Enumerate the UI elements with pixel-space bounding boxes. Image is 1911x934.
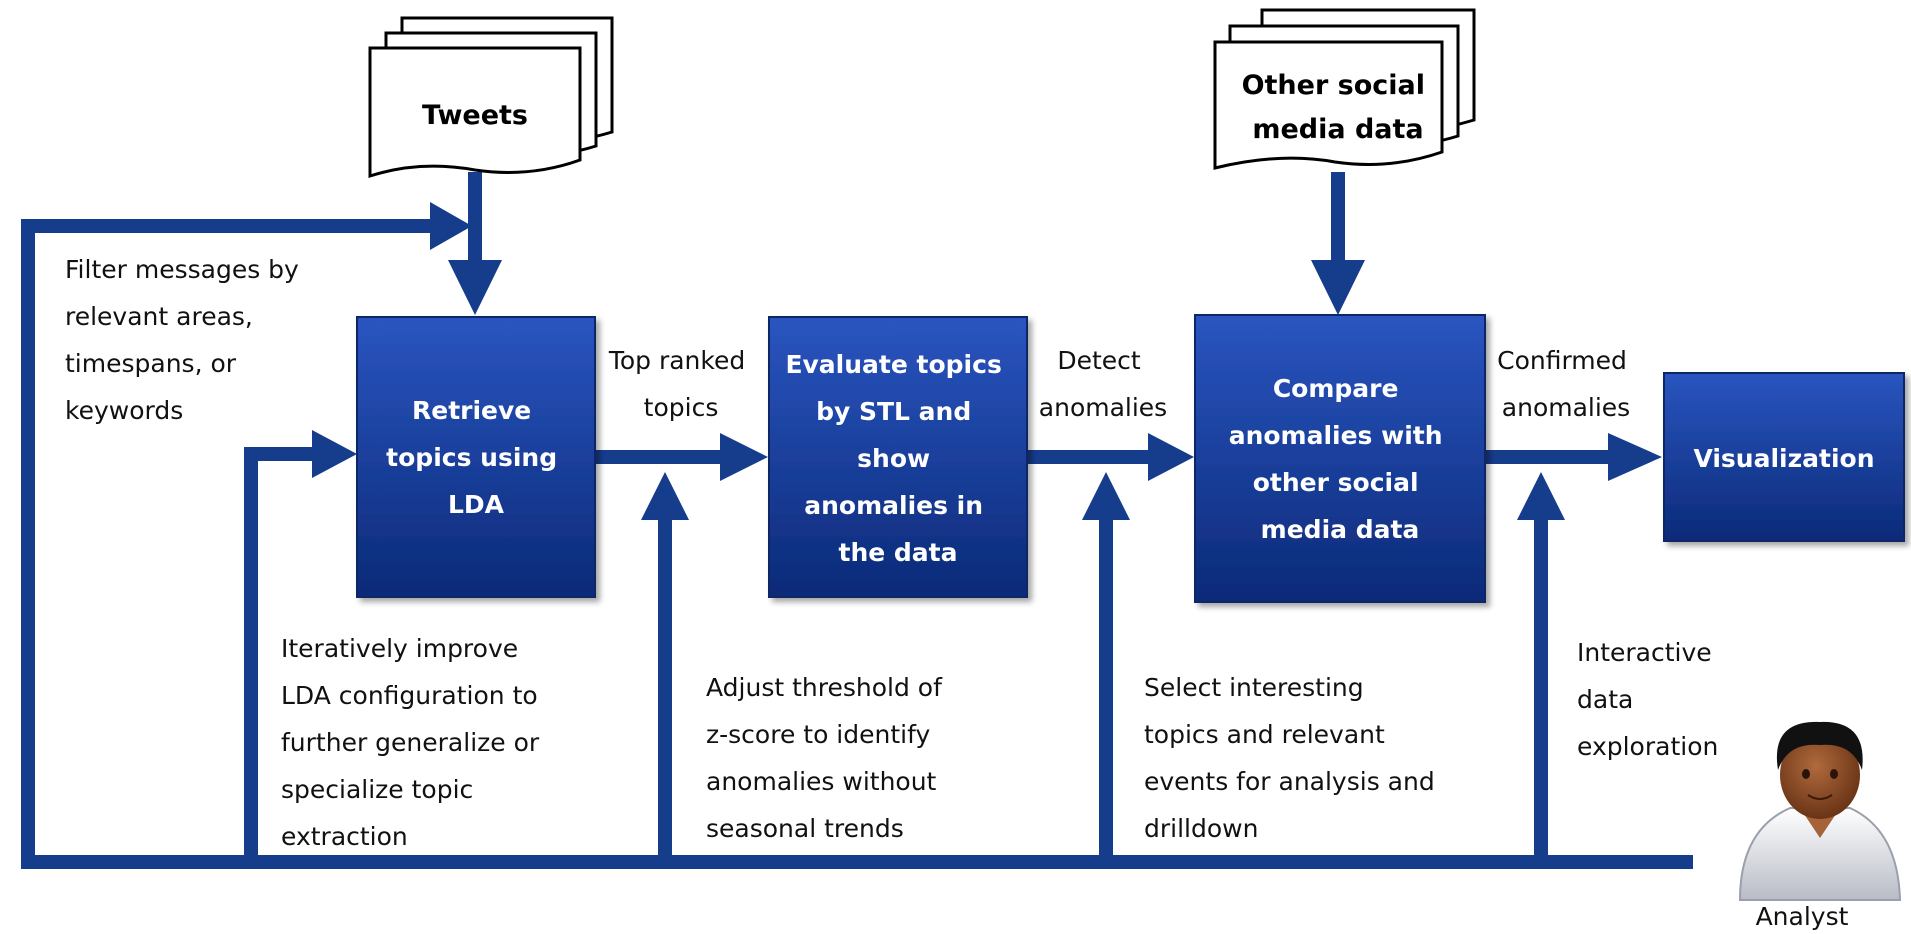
arrowhead-interactive-up <box>1517 472 1565 520</box>
svg-text:Evaluate topics by STL a: Evaluate topics by STL and show anomalie… <box>785 350 1010 567</box>
evaluate-line-1: Evaluate topics <box>785 350 1001 379</box>
compare-line-1: Compare <box>1273 374 1399 403</box>
arrowhead-other-down <box>1311 260 1365 315</box>
arrowhead-select-up <box>1082 472 1130 520</box>
step-evaluate-topics[interactable]: Evaluate topics by STL and show anomalie… <box>768 316 1028 598</box>
confirmed-anomalies-label: Confirmed anomalies <box>1497 346 1635 422</box>
arrow-heads <box>312 202 1662 520</box>
retrieve-line-1: Retrieve <box>412 396 531 425</box>
arrowhead-threshold-up <box>641 472 689 520</box>
arrowhead-iterate <box>312 430 357 478</box>
retrieve-line-3: LDA <box>448 490 505 519</box>
evaluate-line-2: by STL and <box>816 397 971 426</box>
iterate-lda-label: Iteratively improve LDA configuration to… <box>281 634 547 851</box>
top-ranked-topics-label: Top ranked topics <box>608 346 753 422</box>
step-visualization[interactable]: Visualization <box>1663 372 1905 542</box>
step-retrieve-topics[interactable]: Retrieve topics using LDA <box>356 316 596 598</box>
arrowhead-top-ranked <box>720 433 768 481</box>
svg-text:Retrieve topics using: Retrieve topics using LDA <box>386 396 566 519</box>
evaluate-line-3: show <box>857 444 930 473</box>
evaluate-line-5: the data <box>839 538 958 567</box>
arrowhead-tweets-down <box>448 260 502 315</box>
adjust-threshold-label: Adjust threshold of z-score to identify … <box>706 673 950 843</box>
detect-anomalies-label: Detect anomalies <box>1039 346 1167 422</box>
select-topics-label: Select interesting topics and relevant e… <box>1144 673 1443 843</box>
other-source-line-1: Other social <box>1242 70 1425 101</box>
other-source-line-2: media data <box>1252 114 1423 145</box>
svg-text:Visualization: Visualization <box>1693 444 1874 473</box>
bottom-feedback-line <box>21 219 1693 869</box>
iterate-feedback-line <box>244 447 320 862</box>
analyst-person-icon <box>1738 721 1902 901</box>
arrowhead-filter <box>430 202 472 250</box>
step-compare-anomalies[interactable]: Compare anomalies with other social medi… <box>1194 314 1486 603</box>
svg-text:Compare anomalies with: Compare anomalies with other social medi… <box>1229 374 1452 544</box>
other-social-media-document: Other social media data <box>1213 8 1476 170</box>
interactive-exploration-label: Interactive data exploration <box>1577 638 1720 761</box>
analyst-label: Analyst <box>1756 902 1849 931</box>
arrowhead-detect <box>1148 433 1194 481</box>
tweets-document: Tweets <box>368 16 614 179</box>
arrowhead-confirmed <box>1608 433 1662 481</box>
retrieve-line-2: topics using <box>386 443 557 472</box>
compare-line-2: anomalies with <box>1229 421 1443 450</box>
tweets-label: Tweets <box>422 100 528 131</box>
svg-text:Tweets: Tweets <box>422 100 528 131</box>
visualization-label: Visualization <box>1693 444 1874 473</box>
svg-text:Other social media data: Other social media data <box>1242 70 1435 145</box>
evaluate-line-4: anomalies in <box>804 491 983 520</box>
main-flow-lines <box>468 172 1610 464</box>
compare-line-3: other social <box>1253 468 1419 497</box>
compare-line-4: media data <box>1261 515 1420 544</box>
filter-messages-label: Filter messages by relevant areas, times… <box>65 255 307 425</box>
feedback-lines <box>21 219 1693 869</box>
